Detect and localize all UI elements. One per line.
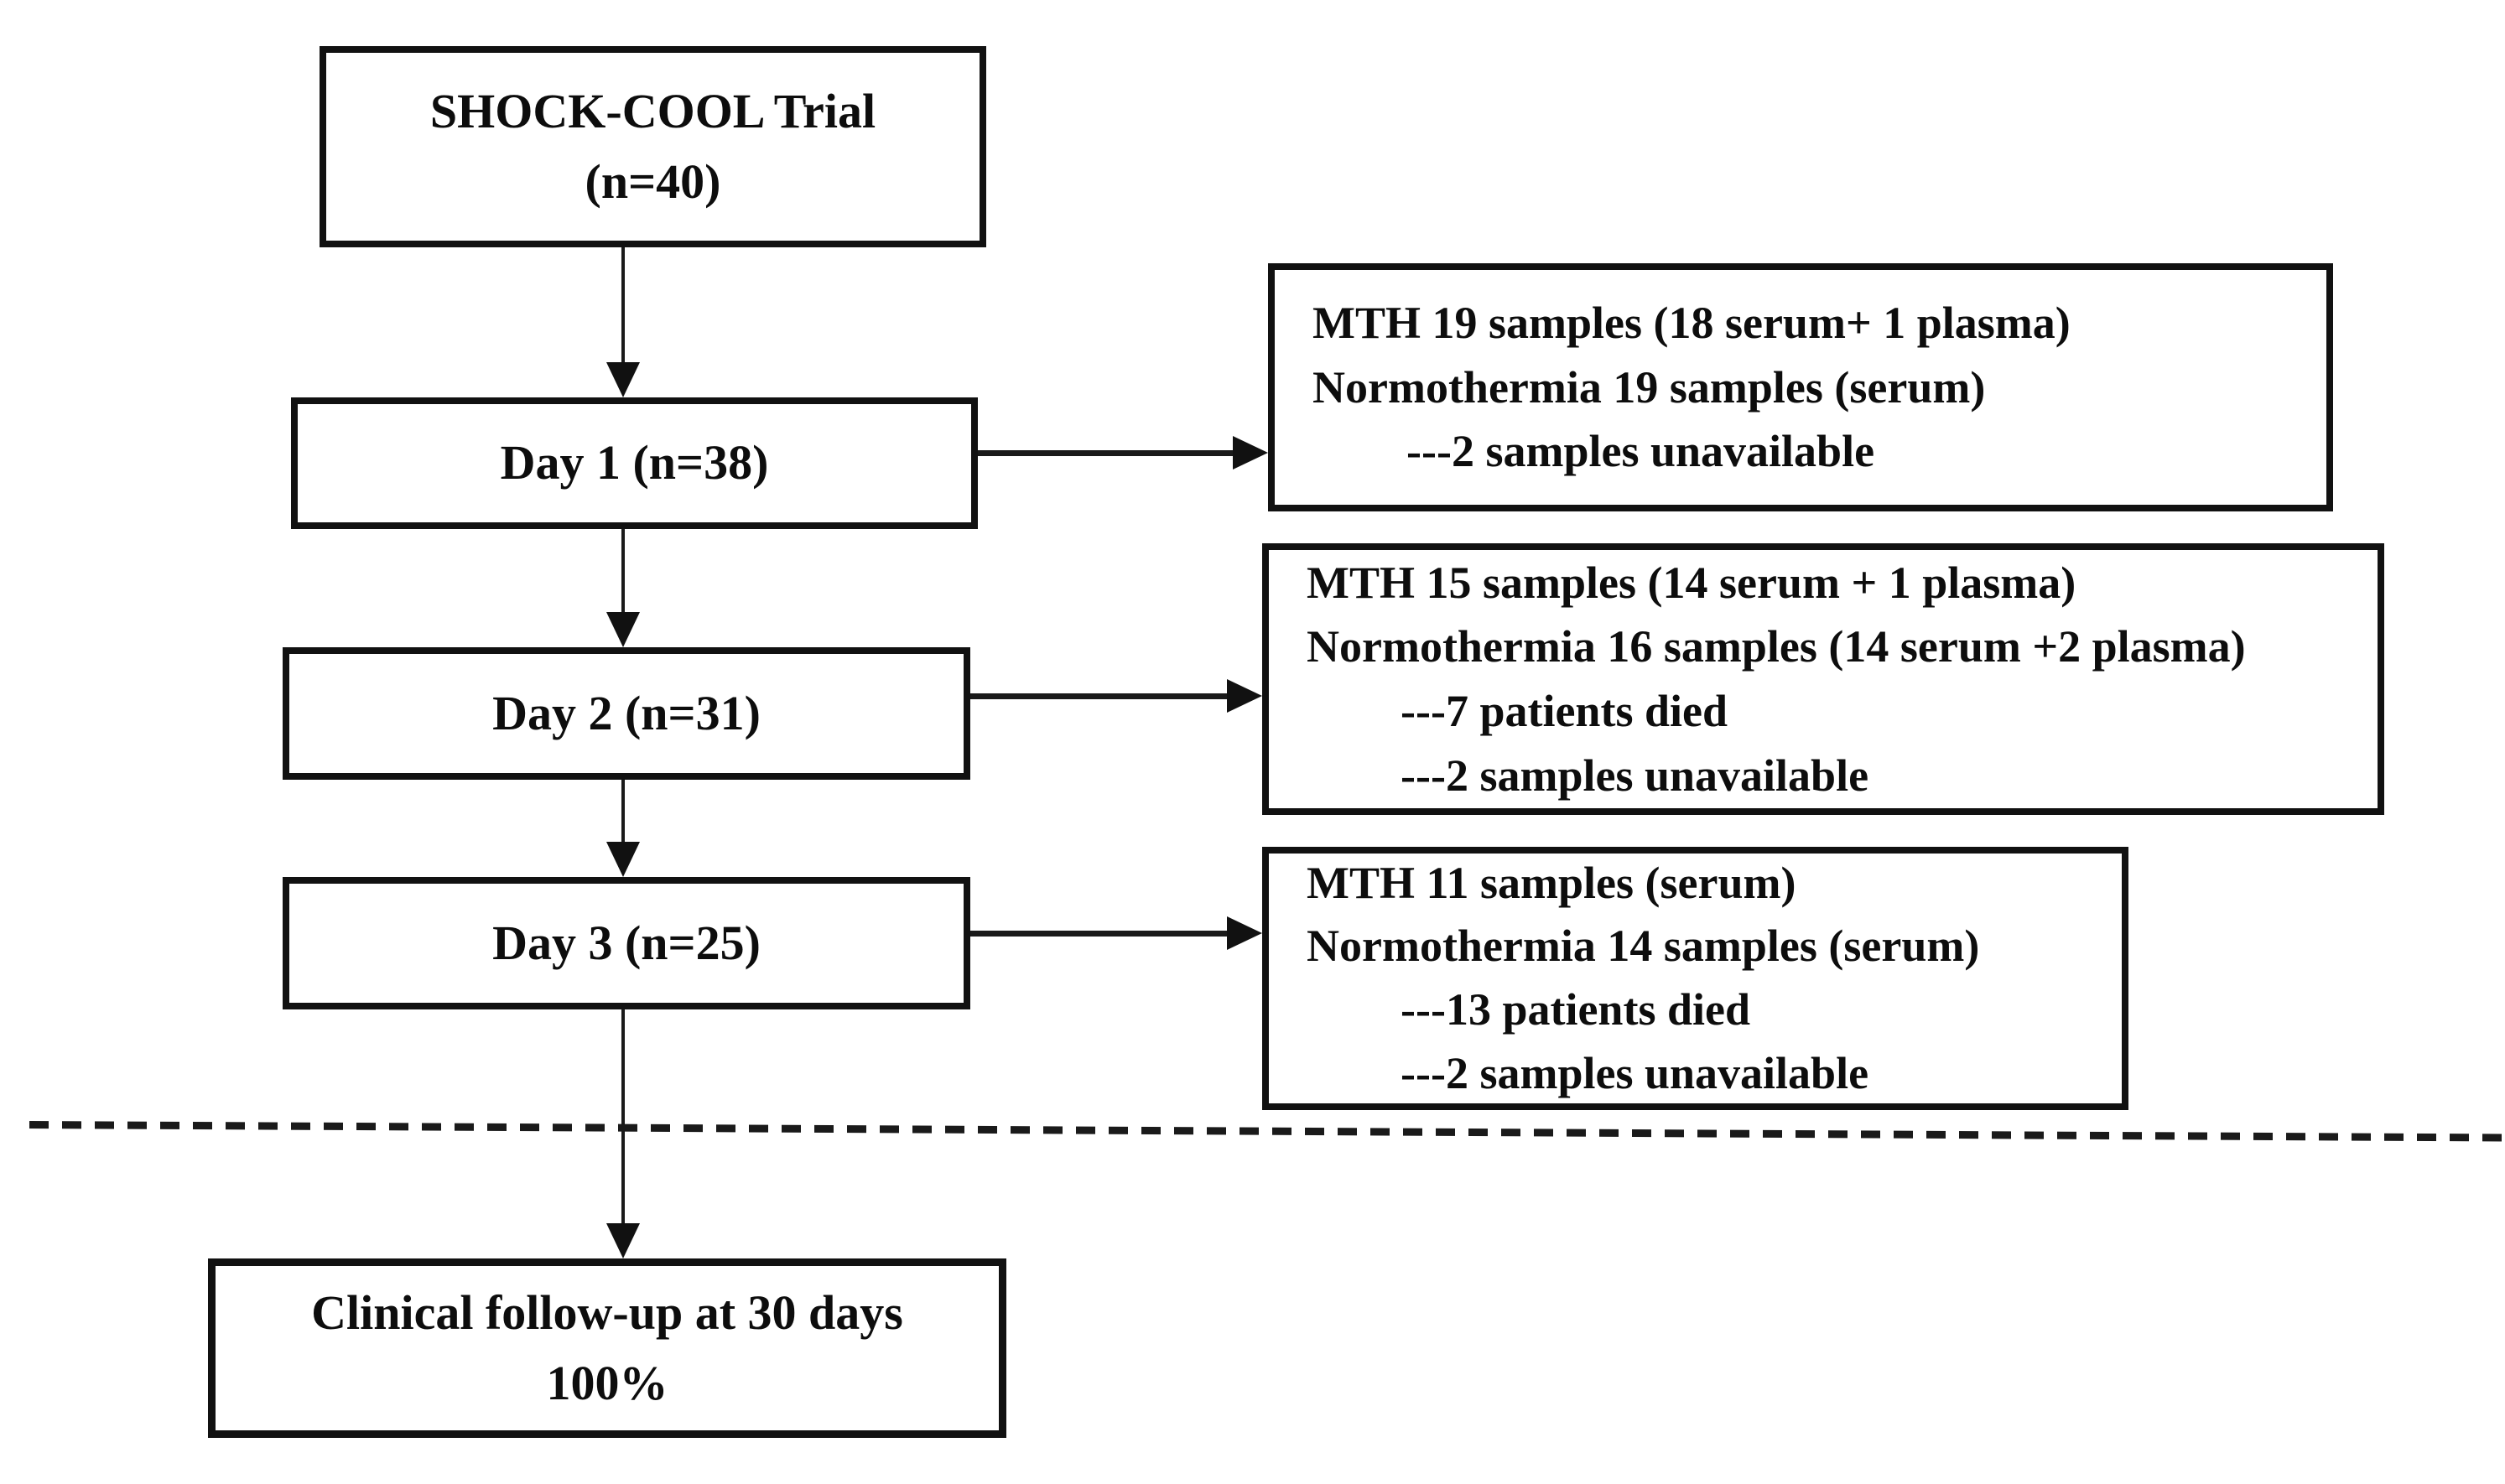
dashed-divider-line [29, 1121, 2505, 1142]
arrow-shaft [621, 529, 625, 612]
arrow-day3-to-samples [970, 916, 1262, 951]
arrow-down-head-icon [606, 612, 640, 647]
arrow-right-head-icon [1227, 916, 1262, 950]
arrow-right-head-icon [1227, 679, 1262, 713]
arrow-down-head-icon [606, 362, 640, 397]
day1-samples-mth: MTH 19 samples (18 serum+ 1 plasma) [1312, 297, 2071, 348]
day1-samples-normothermia: Normothermia 19 samples (serum) [1312, 361, 1986, 413]
arrow-day1-to-day2 [606, 529, 640, 647]
day3-samples-unavailable: ---2 samples unavailable [1401, 1047, 1869, 1098]
arrow-shaft [978, 449, 1233, 456]
day2-samples-normothermia: Normothermia 16 samples (14 serum +2 pla… [1307, 621, 2246, 672]
day3-box: Day 3 (n=25) [283, 877, 970, 1009]
trial-enrollment-box: SHOCK-COOL Trial (n=40) [320, 46, 986, 247]
trial-count: (n=40) [585, 154, 721, 209]
arrow-shaft [970, 930, 1227, 937]
arrow-day2-to-day3 [606, 780, 640, 877]
day2-samples-box: MTH 15 samples (14 serum + 1 plasma) Nor… [1262, 543, 2384, 815]
day3-label: Day 3 (n=25) [492, 915, 761, 970]
arrow-right-head-icon [1233, 436, 1268, 470]
followup-label: Clinical follow-up at 30 days [311, 1284, 903, 1340]
day1-samples-box: MTH 19 samples (18 serum+ 1 plasma) Norm… [1268, 263, 2333, 511]
followup-percentage: 100% [546, 1356, 668, 1410]
day3-samples-normothermia: Normothermia 14 samples (serum) [1307, 921, 1980, 972]
day2-box: Day 2 (n=31) [283, 647, 970, 780]
arrow-down-head-icon [606, 1223, 640, 1258]
arrow-shaft [970, 693, 1227, 699]
followup-box: Clinical follow-up at 30 days 100% [208, 1258, 1006, 1438]
day2-label: Day 2 (n=31) [492, 685, 761, 740]
arrow-day2-to-samples [970, 678, 1262, 713]
arrow-shaft [621, 1009, 625, 1223]
day3-samples-mth: MTH 11 samples (serum) [1307, 857, 1796, 908]
day1-box: Day 1 (n=38) [291, 397, 978, 529]
arrow-day1-to-samples [978, 435, 1268, 470]
day3-samples-box: MTH 11 samples (serum) Normothermia 14 s… [1262, 847, 2128, 1110]
trial-title: SHOCK-COOL Trial [429, 83, 876, 138]
day2-samples-mth: MTH 15 samples (14 serum + 1 plasma) [1307, 557, 2076, 608]
day2-samples-unavailable: ---2 samples unavailable [1401, 750, 1869, 801]
arrow-down-head-icon [606, 842, 640, 877]
arrow-shaft [621, 247, 625, 362]
day3-patients-died: ---13 patients died [1401, 984, 1750, 1035]
day2-patients-died: ---7 patients died [1401, 686, 1728, 736]
day1-samples-unavailable: ---2 samples unavailable [1406, 426, 1875, 477]
arrow-day3-to-followup [606, 1009, 640, 1258]
day1-label: Day 1 (n=38) [500, 435, 769, 490]
arrow-trial-to-day1 [606, 247, 640, 397]
arrow-shaft [621, 780, 625, 842]
